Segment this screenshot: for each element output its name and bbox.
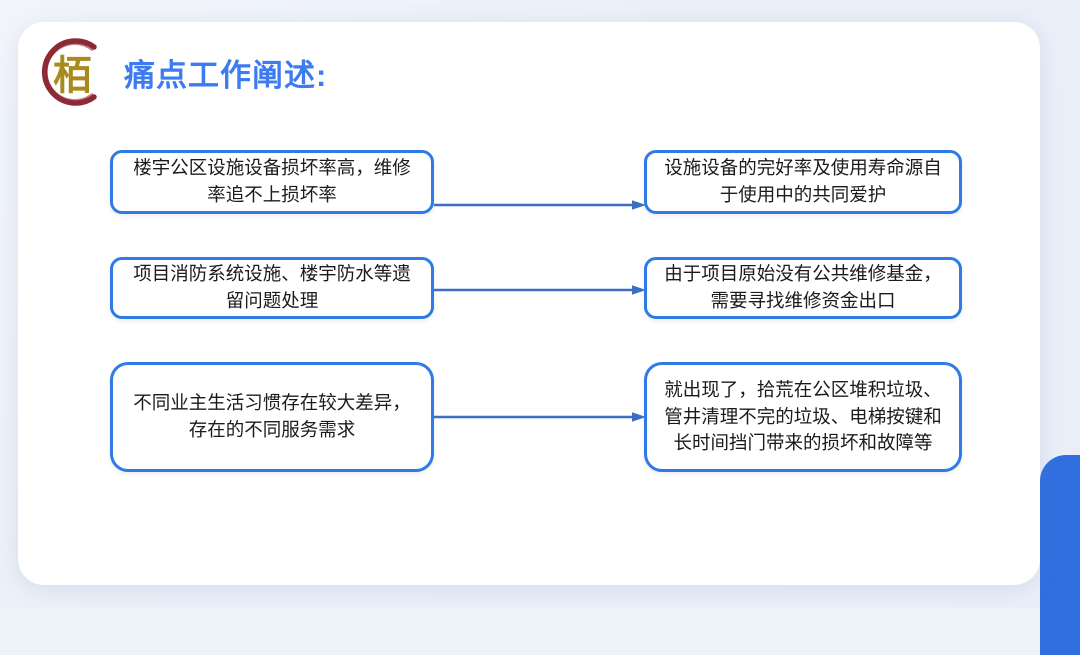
flow-node-cause-2[interactable]: 项目消防系统设施、楼宇防水等遗留问题处理 xyxy=(110,257,434,319)
flow-node-effect-3[interactable]: 就出现了，拾荒在公区堆积垃圾、管井清理不完的垃圾、电梯按键和长时间挡门带来的损坏… xyxy=(644,362,962,472)
flow-node-text: 楼宇公区设施设备损坏率高，维修率追不上损坏率 xyxy=(133,157,411,205)
flow-node-cause-3[interactable]: 不同业主生活习惯存在较大差异，存在的不同服务需求 xyxy=(110,362,434,472)
page-title: 痛点工作阐述: xyxy=(124,57,328,93)
flow-node-text: 项目消防系统设施、楼宇防水等遗留问题处理 xyxy=(133,263,411,311)
flow-arrow-3 xyxy=(434,407,646,427)
flow-node-text: 由于项目原始没有公共维修基金，需要寻找维修资金出口 xyxy=(664,263,942,311)
flow-node-text: 不同业主生活习惯存在较大差异，存在的不同服务需求 xyxy=(133,392,411,440)
flow-node-effect-2[interactable]: 由于项目原始没有公共维修基金，需要寻找维修资金出口 xyxy=(644,257,962,319)
flow-node-cause-1[interactable]: 楼宇公区设施设备损坏率高，维修率追不上损坏率 xyxy=(110,150,434,214)
logo-character: 栢 xyxy=(53,53,93,99)
content-card: 栢 痛点工作阐述: 楼宇公区设施设备损坏率高，维修率追不上损坏率 设施设备的完好… xyxy=(18,22,1040,585)
flow-node-text: 就出现了，拾荒在公区堆积垃圾、管井清理不完的垃圾、电梯按键和长时间挡门带来的损坏… xyxy=(664,378,942,454)
flow-arrow-1 xyxy=(434,195,646,215)
flow-arrow-2 xyxy=(434,280,646,300)
decorative-blue-corner-shape xyxy=(1040,455,1080,655)
brand-logo-icon: 栢 xyxy=(32,33,110,111)
flow-node-text: 设施设备的完好率及使用寿命源自于使用中的共同爱护 xyxy=(664,157,942,205)
flowchart: 楼宇公区设施设备损坏率高，维修率追不上损坏率 设施设备的完好率及使用寿命源自于使… xyxy=(18,22,1040,585)
slide-header: 栢 痛点工作阐述: xyxy=(32,32,327,112)
flow-node-effect-1[interactable]: 设施设备的完好率及使用寿命源自于使用中的共同爱护 xyxy=(644,150,962,214)
